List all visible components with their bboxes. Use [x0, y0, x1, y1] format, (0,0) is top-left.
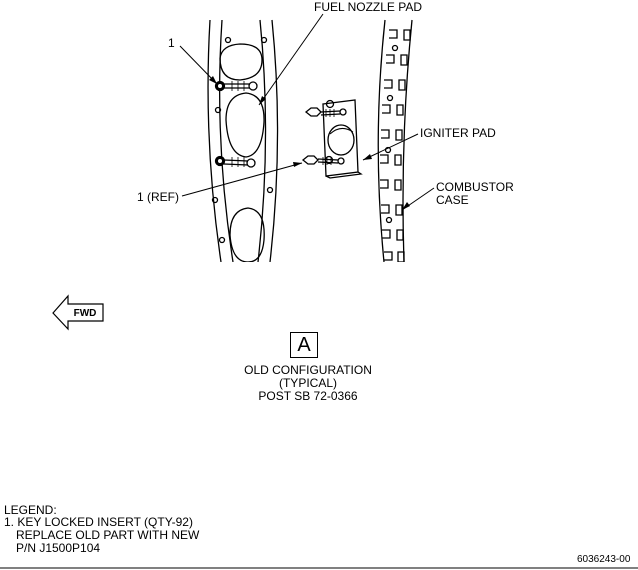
item-1-label: 1 — [168, 36, 175, 50]
leader-arrowheads — [209, 76, 410, 210]
igniter-pad — [301, 99, 363, 179]
igniter-pad-label: IGNITER PAD — [420, 126, 496, 140]
view-letter-box: A — [290, 332, 318, 358]
legend-line1: 1. KEY LOCKED INSERT (QTY-92) — [4, 515, 193, 529]
combustor-case-label-line2: CASE — [436, 193, 469, 207]
combustor-case — [377, 19, 413, 262]
view-caption-line2: (TYPICAL) — [278, 376, 337, 390]
legend-line2: REPLACE OLD PART WITH NEW — [16, 528, 200, 542]
combustor-case-label-line1: COMBUSTOR — [436, 180, 514, 194]
item-1-ref-label: 1 (REF) — [137, 190, 179, 204]
legend-title: LEGEND: — [4, 503, 57, 517]
fwd-arrow-icon: FWD — [52, 294, 104, 331]
fuel-nozzle-pad-label: FUEL NOZZLE PAD — [314, 0, 422, 14]
figure-id: 6036243-00 — [577, 554, 631, 565]
fwd-label: FWD — [74, 308, 97, 319]
combustor-liner — [207, 19, 279, 262]
view-caption-line1: OLD CONFIGURATION — [244, 363, 372, 377]
legend-line3: P/N J1500P104 — [16, 541, 101, 555]
view-caption-line3: POST SB 72-0366 — [258, 389, 358, 403]
leader-lines — [179, 13, 435, 211]
